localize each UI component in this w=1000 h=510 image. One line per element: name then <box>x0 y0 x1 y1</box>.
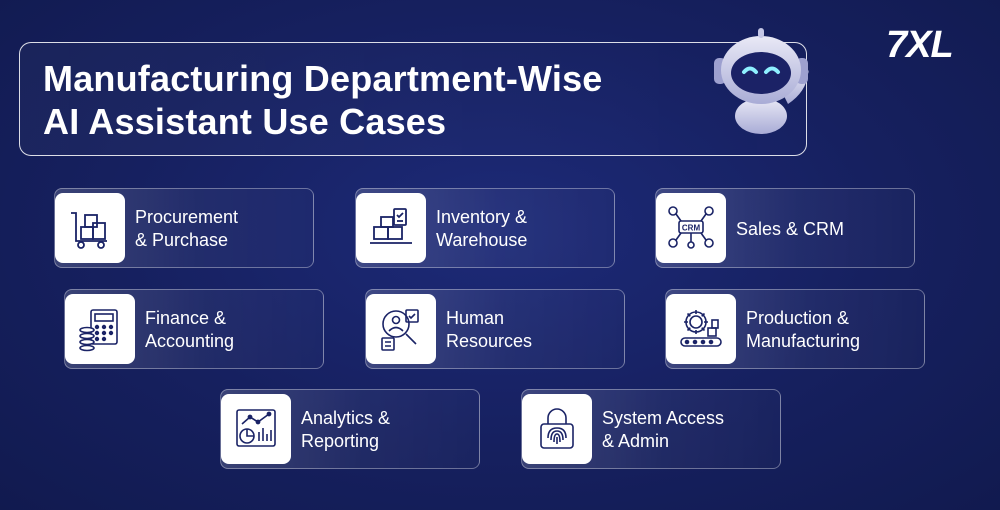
hr-search-icon <box>366 294 436 364</box>
analytics-chart-icon <box>221 394 291 464</box>
fingerprint-lock-icon <box>522 394 592 464</box>
card-label-line2: & Purchase <box>135 230 229 250</box>
card-analytics[interactable]: Analytics & Reporting <box>220 389 480 469</box>
card-label-line2: & Admin <box>602 431 670 451</box>
cart-boxes-icon <box>55 193 125 263</box>
card-sales-crm[interactable]: CRM Sales & CRM <box>655 188 915 268</box>
card-label-line1: Sales & CRM <box>736 218 845 239</box>
card-label-line1: Finance & <box>145 308 227 328</box>
card-label-line2: Manufacturing <box>746 331 861 351</box>
svg-text:CRM: CRM <box>682 224 701 233</box>
card-label-line2: Accounting <box>145 331 235 351</box>
card-label-line1: Analytics & <box>301 408 391 428</box>
card-human-resources[interactable]: Human Resources <box>365 289 625 369</box>
gear-conveyor-icon <box>666 294 736 364</box>
card-label-line1: Procurement <box>135 207 239 227</box>
card-inventory[interactable]: Inventory & Warehouse <box>355 188 615 268</box>
calculator-coins-icon <box>65 294 135 364</box>
page-title-line2: AI Assistant Use Cases <box>43 101 447 142</box>
card-label-line1: Production & <box>746 308 850 328</box>
page-title-line1: Manufacturing Department-Wise <box>43 58 603 99</box>
warehouse-boxes-icon <box>356 193 426 263</box>
card-label-line1: Human <box>446 308 505 328</box>
robot-mascot-icon <box>714 28 809 134</box>
card-label-line2: Resources <box>446 331 533 351</box>
card-label-line2: Reporting <box>301 431 380 451</box>
card-finance[interactable]: Finance & Accounting <box>64 289 324 369</box>
crm-network-icon: CRM <box>656 193 726 263</box>
card-system-access[interactable]: System Access & Admin <box>521 389 781 469</box>
card-label-line2: Warehouse <box>436 230 528 250</box>
card-label-line1: Inventory & <box>436 207 528 227</box>
card-procurement[interactable]: Procurement & Purchase <box>54 188 314 268</box>
card-label-line1: System Access <box>602 408 725 428</box>
card-production[interactable]: Production & Manufacturing <box>665 289 925 369</box>
brand-logo: 7XL <box>886 24 954 66</box>
title-box <box>19 42 807 156</box>
